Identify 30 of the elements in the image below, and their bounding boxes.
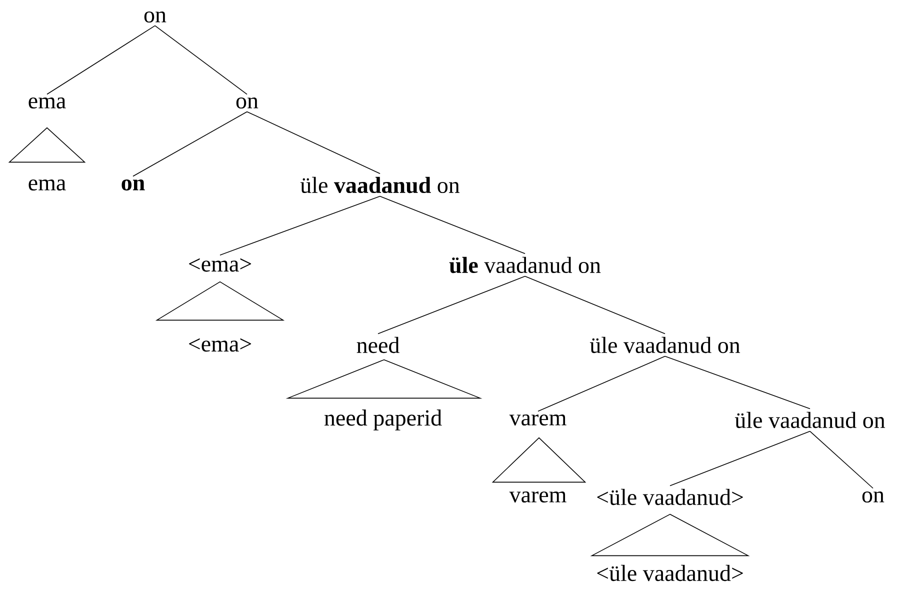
tree-label: on	[122, 179, 145, 191]
branch-line	[538, 356, 666, 412]
tree-label: ema	[28, 97, 66, 109]
branch-line	[378, 276, 526, 334]
tree-label: <üle vaadanud>	[597, 488, 743, 506]
tree-label: üle vaadanud on	[590, 336, 740, 354]
branch-line	[246, 111, 380, 174]
tree-label: on	[236, 97, 258, 109]
tree-label: on	[144, 11, 166, 23]
tree-label: üle vaadanud on	[300, 176, 460, 194]
tree-label: need	[356, 336, 400, 354]
branch-line	[46, 25, 156, 95]
tree-label: <üle vaadanud>	[597, 564, 743, 582]
branch-line	[380, 196, 526, 254]
branch-line	[810, 430, 874, 489]
tree-label: <ema>	[189, 258, 252, 272]
branch-line	[664, 356, 810, 410]
tree-label: üle vaadanud on	[734, 412, 886, 428]
branch-line	[154, 25, 248, 95]
tree-label: ema	[28, 179, 66, 191]
branch-line	[220, 196, 380, 256]
tree-label: <ema>	[189, 338, 252, 352]
tree-label: need paperid	[324, 410, 442, 430]
branch-line	[132, 111, 248, 177]
tree-label: on	[862, 491, 884, 502]
tree-label: üle vaadanud on	[449, 256, 601, 274]
tree-label: varem	[509, 491, 566, 502]
branch-line	[524, 276, 666, 334]
branch-line	[670, 430, 810, 486]
tree-label: varem	[509, 414, 566, 426]
